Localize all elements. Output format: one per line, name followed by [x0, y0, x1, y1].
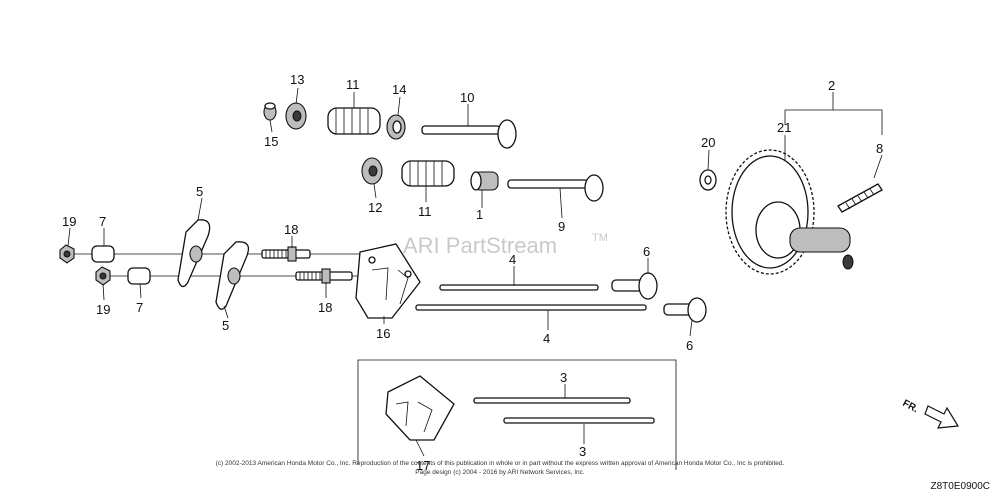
part-18-stud-lower[interactable] [295, 268, 353, 284]
label-2: 2 [828, 78, 835, 93]
part-7-pivot-upper[interactable] [91, 245, 115, 263]
label-5-lower: 5 [222, 318, 229, 333]
label-6-lower: 6 [686, 338, 693, 353]
label-7-upper: 7 [99, 214, 106, 229]
part-16-guide-plate[interactable] [355, 243, 421, 319]
label-17: 17 [416, 458, 430, 473]
fr-arrow-icon [924, 405, 960, 429]
label-11-lower: 11 [418, 204, 432, 219]
label-9: 9 [558, 219, 565, 234]
label-10: 10 [460, 90, 474, 105]
label-15: 15 [264, 134, 278, 149]
part-9-valve-intake[interactable] [507, 174, 604, 202]
fr-label: FR. [901, 398, 921, 415]
part-3-push-rod-upper[interactable] [473, 397, 631, 404]
part-20-washer[interactable] [699, 169, 717, 191]
part-19-nut-lower[interactable] [95, 266, 111, 286]
part-18-stud-upper[interactable] [261, 246, 311, 262]
part-3-push-rod-lower[interactable] [503, 417, 655, 424]
part-21-camshaft-gear[interactable] [725, 149, 854, 275]
watermark-text: ARI PartStream [403, 233, 557, 258]
label-3-lower: 3 [579, 444, 586, 459]
callout-labels: 1 2 3 3 4 4 5 5 6 6 7 7 8 9 10 11 11 12 … [62, 72, 883, 473]
part-8-spring[interactable] [837, 183, 883, 213]
copyright-line-2: Page design (c) 2004 - 2016 by ARI Netwo… [415, 469, 585, 476]
part-5-rocker-arm-upper[interactable] [177, 219, 211, 288]
part-4-push-rod-lower[interactable] [415, 304, 647, 311]
part-5-rocker-arm-lower[interactable] [215, 241, 250, 310]
label-4-upper: 4 [509, 252, 516, 267]
part-17-guide-plate[interactable] [385, 375, 455, 441]
front-direction-indicator: FR. [901, 398, 960, 429]
part-10-valve-exhaust[interactable] [421, 119, 517, 149]
part-4-push-rod-upper[interactable] [439, 284, 599, 291]
label-16: 16 [376, 326, 390, 341]
label-20: 20 [701, 135, 715, 150]
label-18-lower: 18 [318, 300, 332, 315]
part-11-valve-spring-upper[interactable] [327, 107, 381, 135]
label-4-lower: 4 [543, 331, 550, 346]
label-21: 21 [777, 120, 791, 135]
part-7-pivot-lower[interactable] [127, 267, 151, 285]
part-15-cotter[interactable] [263, 102, 277, 121]
label-19-lower: 19 [96, 302, 110, 317]
part-6-tappet-upper[interactable] [611, 272, 658, 300]
inset-border [357, 359, 677, 470]
watermark: ARI PartStream TM [403, 232, 608, 258]
label-14: 14 [392, 82, 406, 97]
copyright-line-1: (c) 2002-2013 American Honda Motor Co., … [216, 460, 785, 467]
part-12-retainer[interactable] [361, 157, 383, 185]
diagram-code: Z8T0E0900C [931, 481, 990, 492]
label-3-upper: 3 [560, 370, 567, 385]
label-13: 13 [290, 72, 304, 87]
leader-lines [67, 87, 710, 457]
label-19-upper: 19 [62, 214, 76, 229]
part-19-nut-upper[interactable] [59, 244, 75, 264]
part-11-valve-spring-lower[interactable] [401, 160, 455, 187]
label-8: 8 [876, 141, 883, 156]
label-12: 12 [368, 200, 382, 215]
label-5-upper: 5 [196, 184, 203, 199]
label-6-upper: 6 [643, 244, 650, 259]
watermark-trademark: TM [592, 232, 608, 244]
part-13-retainer[interactable] [285, 102, 307, 130]
label-11-upper: 11 [346, 77, 360, 92]
part-1-valve-guide[interactable] [470, 171, 499, 191]
part-6-tappet-lower[interactable] [663, 297, 707, 323]
part-14-valve-seal[interactable] [386, 114, 406, 140]
label-7-lower: 7 [136, 300, 143, 315]
footer: (c) 2002-2013 American Honda Motor Co., … [216, 460, 990, 492]
label-1: 1 [476, 207, 483, 222]
label-18-upper: 18 [284, 222, 298, 237]
